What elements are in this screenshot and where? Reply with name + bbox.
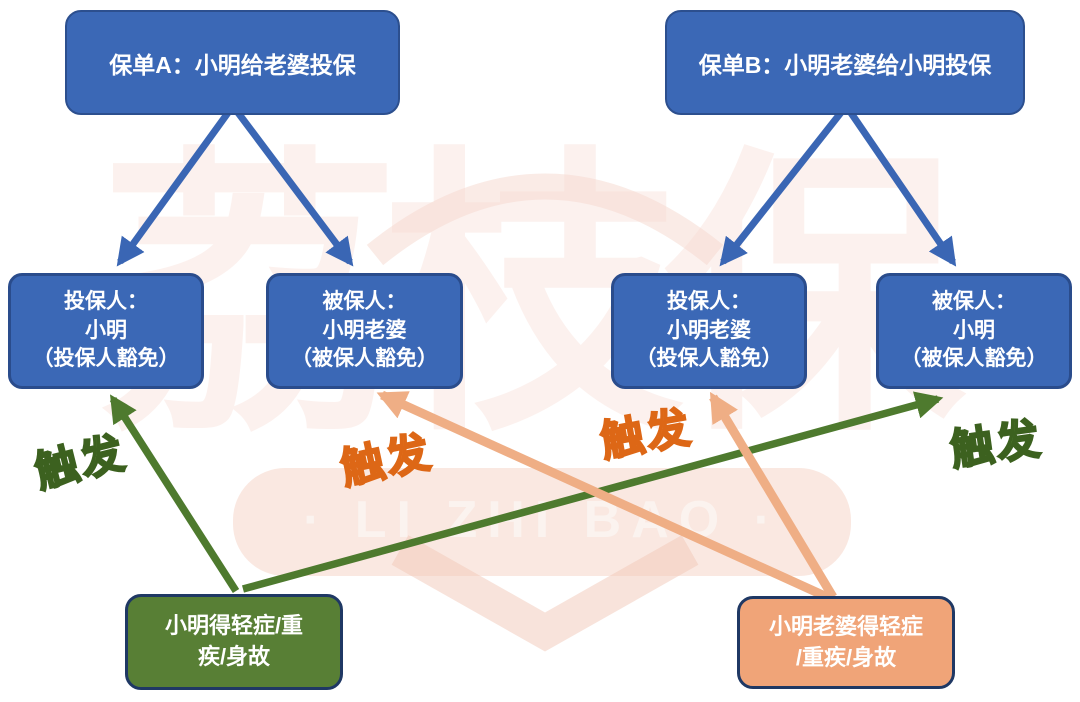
event-box-wife-illness: 小明老婆得轻症 /重疾/身故	[737, 596, 955, 689]
event-text-line: 小明得轻症/重	[164, 613, 304, 639]
arrow-policy-b-to-insured-xiaoming	[846, 108, 957, 267]
arrow-wife-event-to-insured-waiver	[376, 390, 829, 602]
event-text-line: /重疾/身故	[795, 644, 897, 670]
waiver-note: （投保人豁免）	[635, 347, 783, 371]
trigger-label-green-right: 触发	[947, 414, 1047, 477]
person-name: 小明老婆	[667, 318, 751, 342]
policy-a-box: 保单A：小明给老婆投保	[65, 10, 400, 115]
arrow-xiaoming-event-to-applicant-waiver	[109, 394, 240, 594]
watermark-shield-top-arc	[366, 173, 724, 266]
event-text-line: 疾/身故	[197, 644, 271, 669]
policy-a-title: 保单A：小明给老婆投保	[109, 51, 356, 78]
waiver-note: （被保人豁免）	[900, 347, 1048, 371]
arrow-policy-a-to-insured-wife	[233, 107, 354, 267]
role-line: 投保人：	[64, 290, 148, 314]
person-name: 小明	[953, 318, 995, 342]
role-box-insured-wife: 被保人： 小明老婆 （被保人豁免）	[266, 273, 463, 389]
role-line: 投保人：	[667, 290, 751, 314]
watermark-shield-chevron	[391, 535, 699, 652]
waiver-note: （被保人豁免）	[291, 347, 438, 371]
policy-b-box: 保单B：小明老婆给小明投保	[665, 10, 1025, 115]
waiver-note: （投保人豁免）	[32, 347, 180, 371]
role-box-applicant-wife: 投保人： 小明老婆 （投保人豁免）	[611, 273, 807, 389]
arrow-policy-b-to-applicant-wife	[719, 107, 846, 267]
role-box-insured-xiaoming: 被保人： 小明 （被保人豁免）	[876, 273, 1072, 389]
arrow-wife-event-to-applicant-waiver	[709, 391, 837, 600]
role-line: 被保人：	[932, 290, 1016, 314]
event-box-xiaoming-illness: 小明得轻症/重 疾/身故	[125, 594, 343, 690]
event-text-line: 小明老婆得轻症	[768, 613, 923, 639]
policy-b-title: 保单B：小明老婆给小明投保	[698, 51, 992, 78]
role-box-applicant-xiaoming: 投保人： 小明 （投保人豁免）	[8, 273, 204, 389]
person-name: 小明	[85, 318, 127, 342]
arrow-policy-a-to-applicant-xiaoming	[116, 107, 233, 267]
person-name: 小明老婆	[322, 318, 407, 342]
role-line: 被保人：	[322, 290, 407, 314]
